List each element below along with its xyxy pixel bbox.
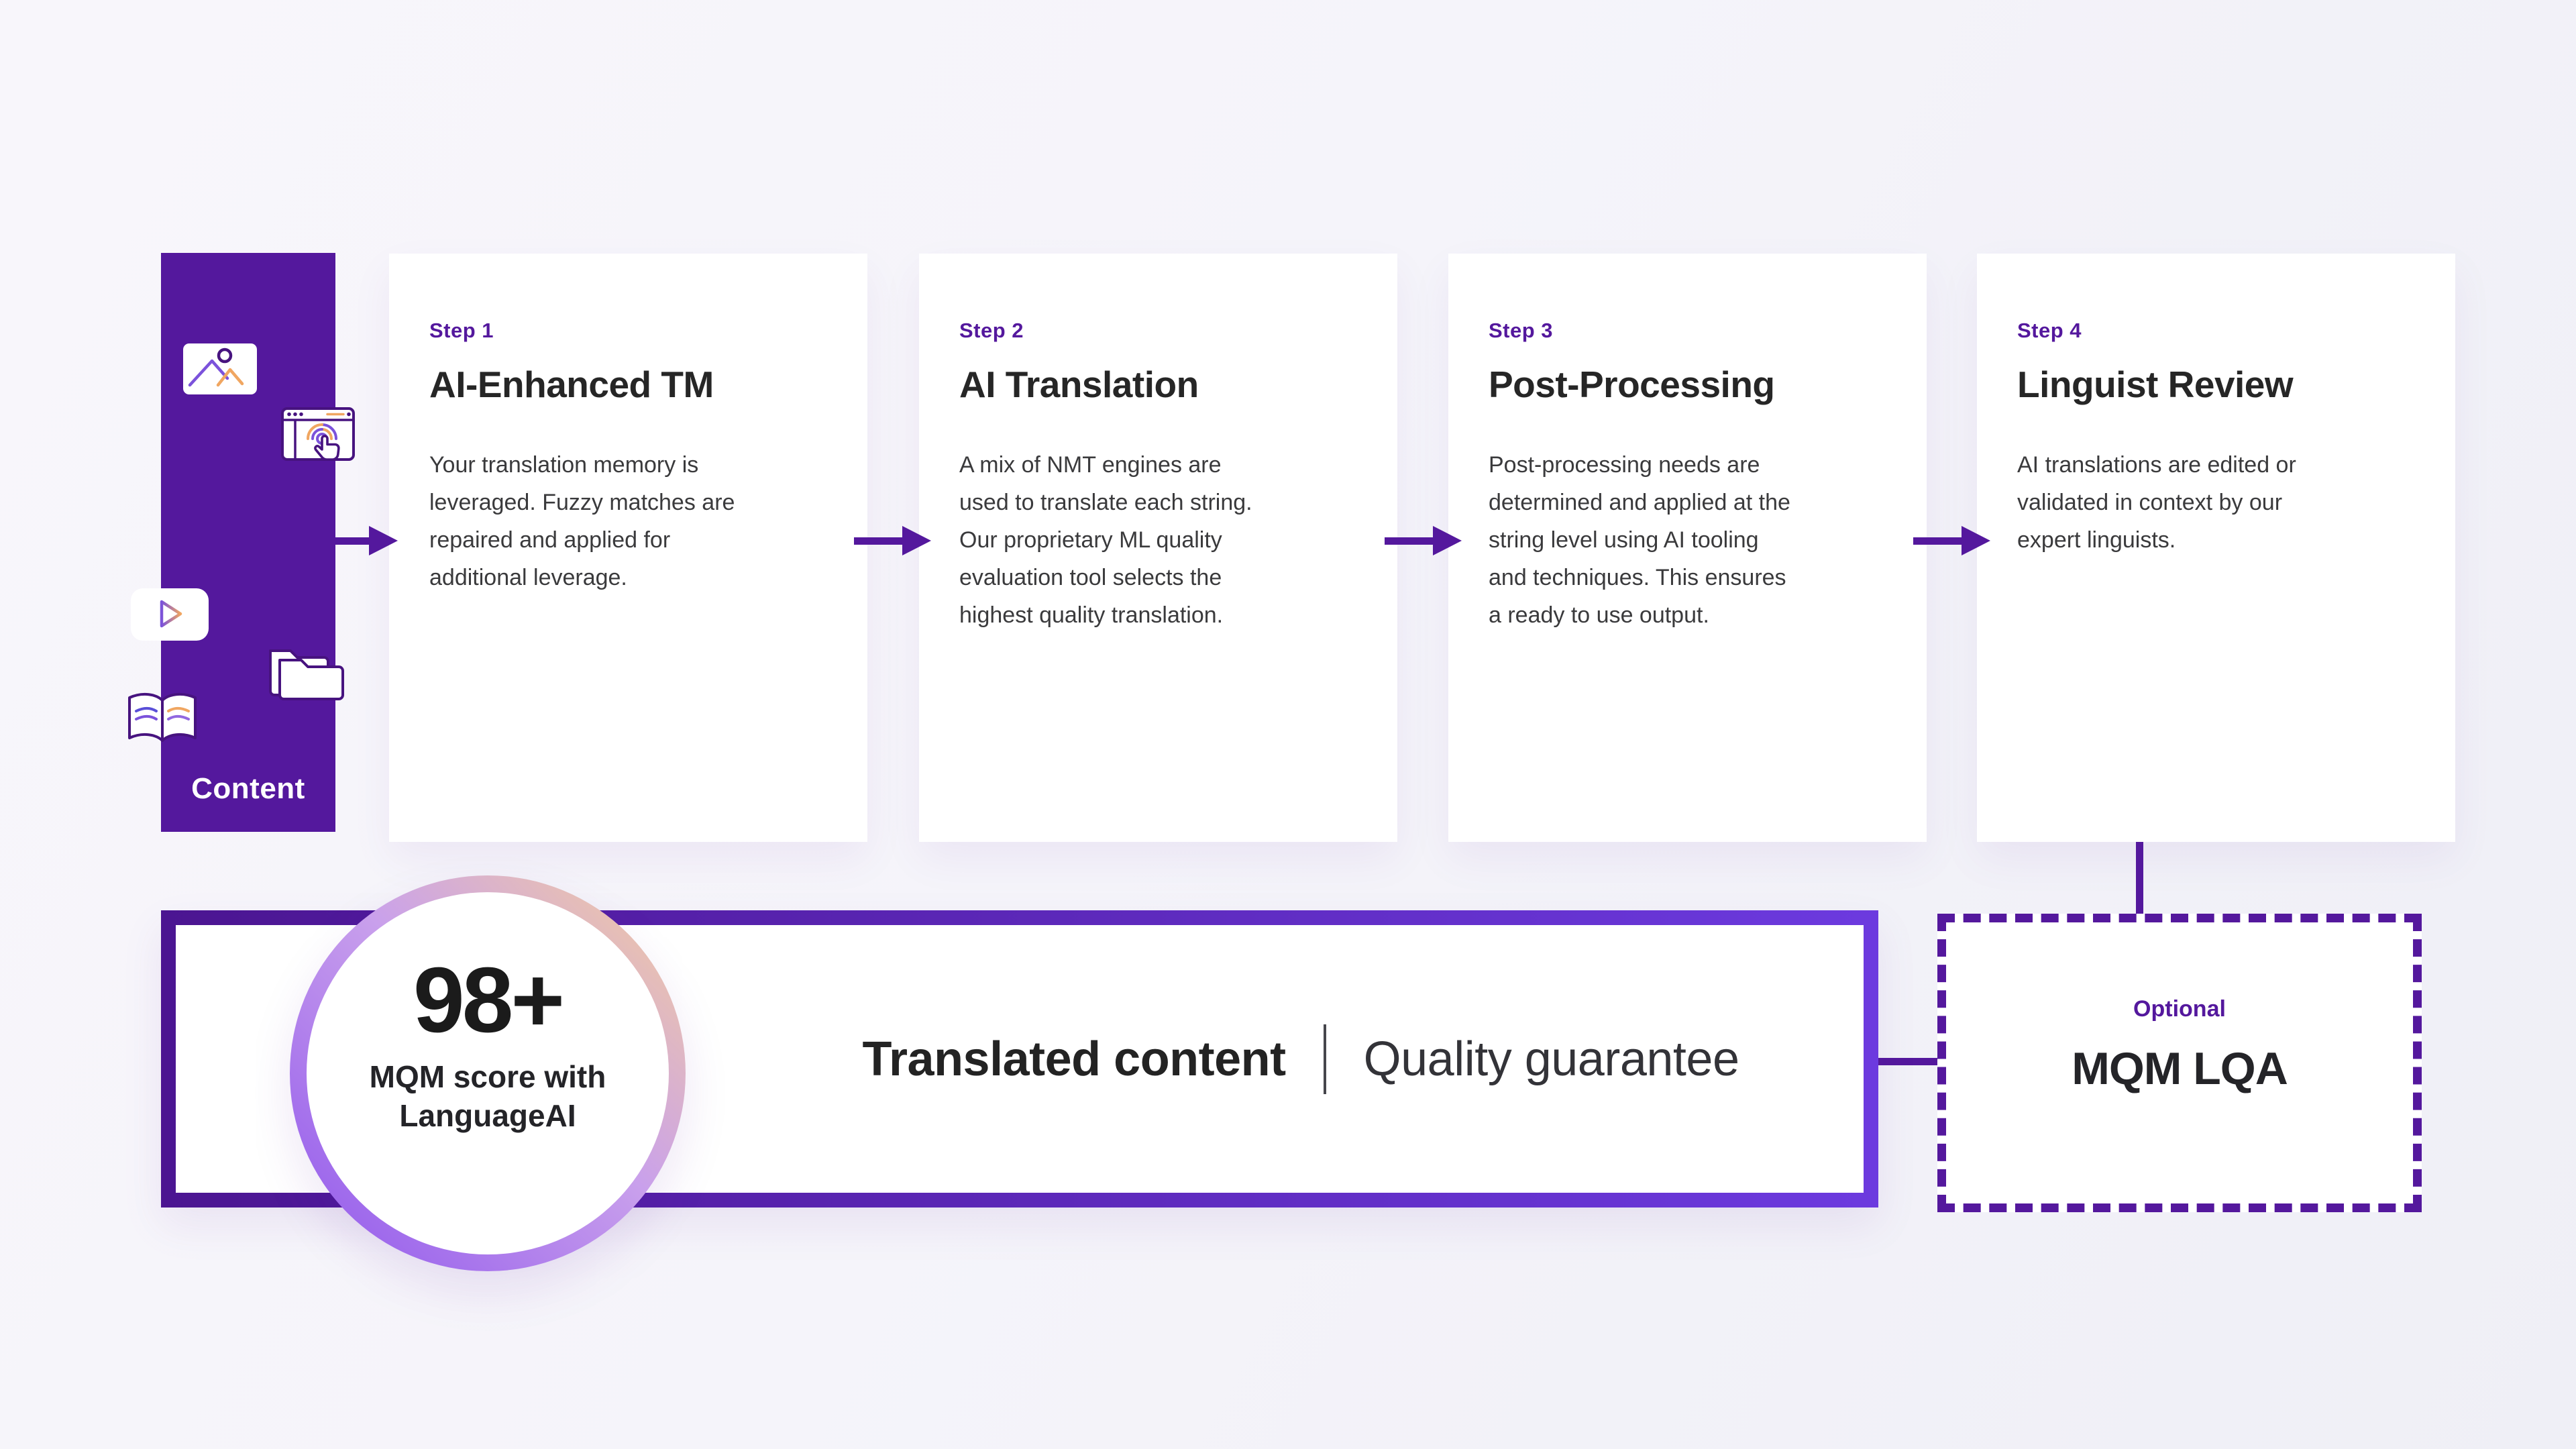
step-card-1: Step 1 AI-Enhanced TM Your translation m… [389,254,867,842]
arrow-step2-to-step3-icon [1385,526,1462,555]
step-description: AI translations are edited or validated … [2017,452,2296,553]
mqm-score-caption: MQM score with LanguageAI [369,1059,606,1133]
arrow-optional-to-banner-line [1849,1058,1940,1065]
step-title: AI-Enhanced TM [429,364,714,405]
arrow-step4-to-optional-line [2136,842,2143,914]
step-card-2: Step 2 AI Translation A mix of NMT engin… [919,254,1397,842]
step-card-3: Step 3 Post-Processing Post-processing n… [1448,254,1927,842]
image-icon [183,343,257,394]
label-divider [1323,1024,1326,1094]
mqm-score-badge-inner: 98+ MQM score with LanguageAI [307,892,669,1254]
mqm-lqa-title: MQM LQA [2072,1043,2288,1094]
step-label: Step 2 [959,319,1024,342]
arrow-step3-to-step4-icon [1913,526,1990,555]
step-title: Linguist Review [2017,364,2294,405]
optional-mqm-lqa-box: Optional MQM LQA [1937,914,2422,1212]
mqm-score-badge: 98+ MQM score with LanguageAI [290,875,686,1271]
step-description: Your translation memory is leveraged. Fu… [429,452,735,590]
optional-box-content: Optional MQM LQA [2072,996,2288,1095]
step-title: AI Translation [959,364,1199,405]
step-title: Post-Processing [1489,364,1775,405]
translated-content-label: Translated content [862,1032,1287,1086]
arrow-step1-to-step2-icon [854,526,931,555]
step-card-4: Step 4 Linguist Review AI translations a… [1977,254,2455,842]
arrow-content-to-step1-icon [332,526,398,555]
optional-tag: Optional [2133,996,2226,1022]
result-banner-labels: Translated content Quality guarantee [738,925,1864,1193]
browser-click-icon [281,407,355,461]
step-label: Step 4 [2017,319,2082,342]
quality-guarantee-label: Quality guarantee [1363,1032,1739,1086]
step-label: Step 1 [429,319,494,342]
step-description: Post-processing needs are determined and… [1489,452,1790,628]
video-play-icon [131,588,209,641]
content-label: Content [191,772,305,805]
step-description: A mix of NMT engines are used to transla… [959,452,1252,628]
step-label: Step 3 [1489,319,1554,342]
book-icon [128,692,197,742]
folder-icon [269,649,344,700]
mqm-score-value: 98+ [413,949,565,1052]
